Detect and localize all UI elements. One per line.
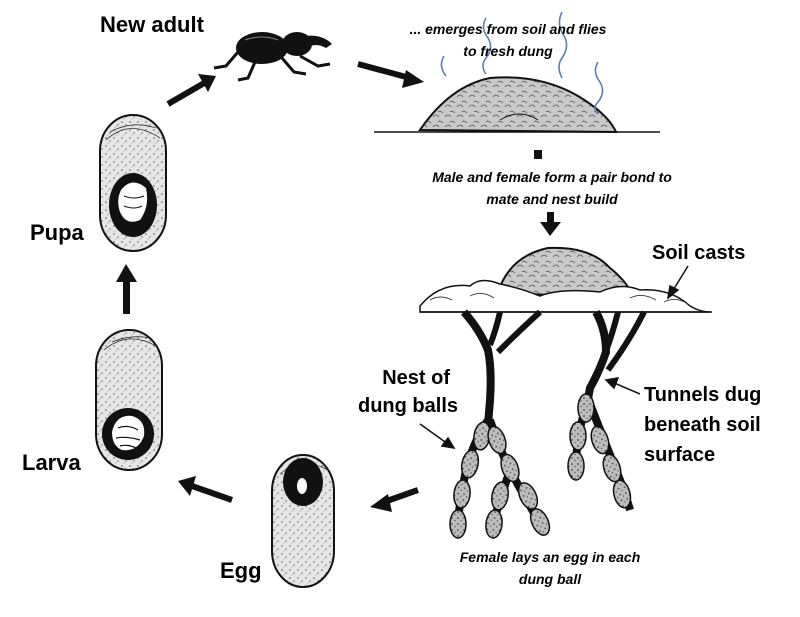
callout-tunnels-line2: beneath soil (644, 414, 761, 436)
caption-emerges: ... emerges from soil and flies to fresh… (378, 18, 638, 62)
arrow-pupa-to-adult (166, 74, 216, 107)
stage-label-new-adult: New adult (100, 12, 204, 37)
stage-label-pupa: Pupa (30, 220, 84, 245)
stage-label-larva: Larva (22, 450, 81, 475)
callout-nest-line2: dung balls (358, 395, 458, 417)
egg-cell-icon (271, 454, 335, 588)
callout-pointers (419, 265, 689, 450)
stage-label-egg: Egg (220, 558, 262, 583)
scent-line-icon (440, 11, 604, 115)
caption-lays-line1: Female lays an egg in each (459, 549, 641, 565)
caption-lays-line2: dung ball (518, 571, 582, 587)
arrow-nest-to-egg (370, 487, 419, 512)
dung-pat-icon (374, 76, 660, 134)
callout-tunnels: Tunnels dug beneath soil surface (644, 380, 761, 470)
arrow-adult-to-dung (357, 61, 424, 88)
cycle-arrows (116, 61, 561, 512)
pointer-nest (419, 423, 456, 450)
caption-emerges-line1: ... emerges from soil and flies (409, 21, 607, 37)
callout-tunnels-line3: surface (644, 444, 716, 466)
callout-nest-line1: Nest of (382, 367, 450, 389)
pupa-cell-icon (99, 114, 167, 252)
nest-tunnel-icon (419, 246, 712, 539)
arrow-larva-to-pupa (116, 264, 137, 314)
arrow-pairbond-to-nest (540, 212, 561, 236)
caption-pair-bond: Male and female form a pair bond to mate… (392, 166, 712, 210)
callout-nest: Nest of dung balls (358, 364, 458, 420)
pointer-tunnels (604, 377, 641, 395)
caption-pair-bond-line1: Male and female form a pair bond to (432, 169, 672, 185)
callout-soil-casts: Soil casts (652, 242, 746, 264)
caption-pair-bond-line2: mate and nest build (486, 191, 618, 207)
caption-emerges-line2: to fresh dung (463, 43, 553, 59)
callout-tunnels-line1: Tunnels dug (644, 384, 762, 406)
caption-lays-egg: Female lays an egg in each dung ball (440, 546, 660, 590)
pointer-soil-casts (666, 265, 689, 300)
arrow-egg-to-larva (178, 476, 233, 503)
arrow-dung-to-pairbond (534, 150, 542, 159)
larva-cell-icon (95, 329, 163, 471)
dung-beetle-icon (213, 32, 332, 82)
